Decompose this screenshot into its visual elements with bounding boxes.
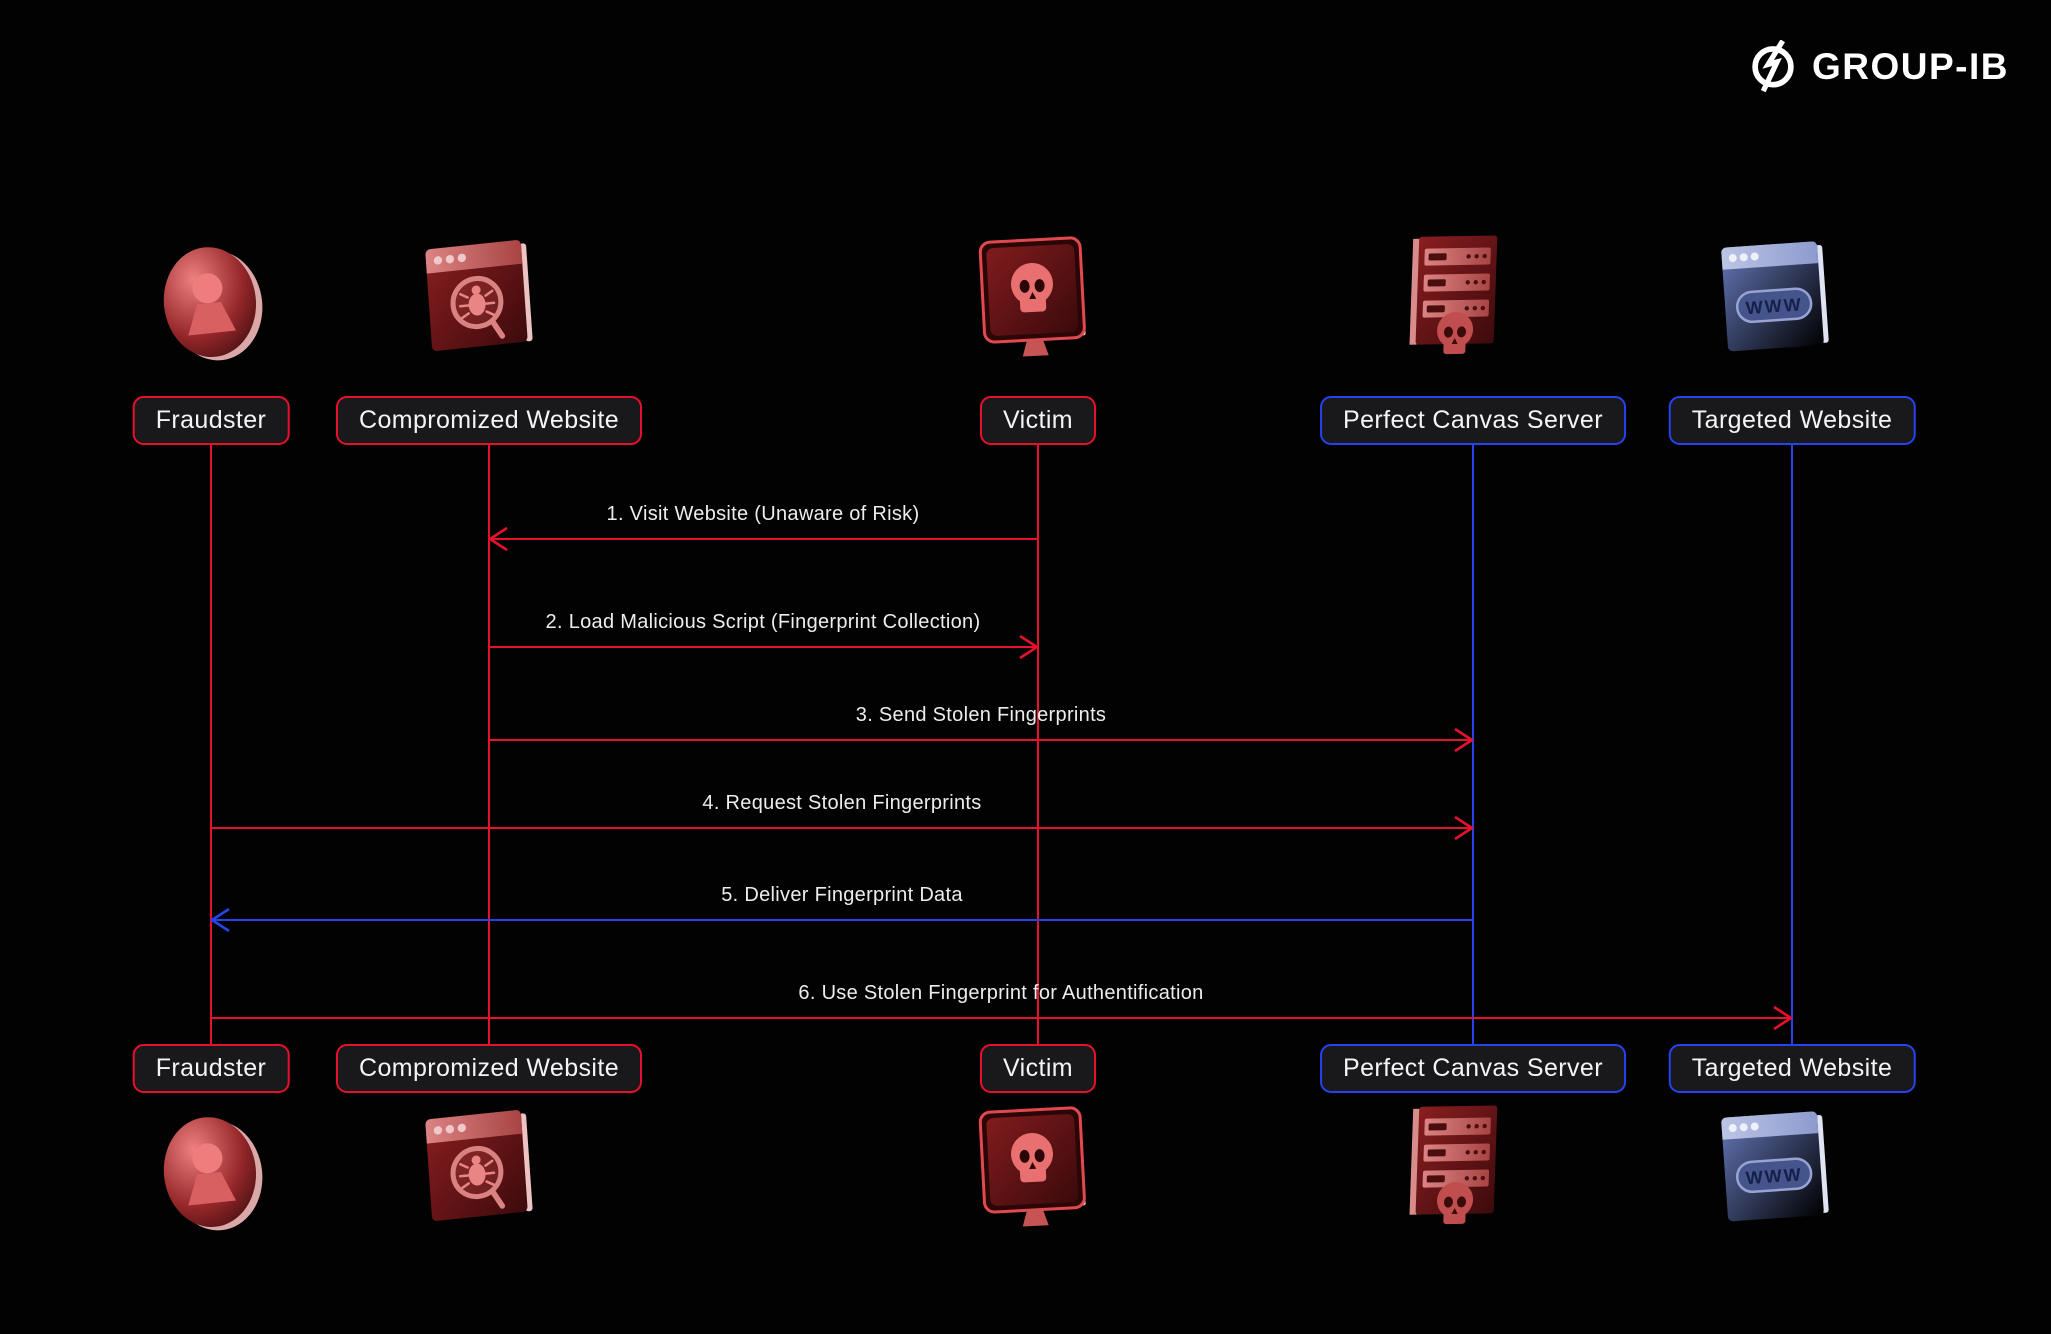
actor-label-targeted-website-top: Targeted Website — [1668, 396, 1916, 445]
group-ib-logo-icon — [1752, 40, 1794, 92]
server-skull-icon — [1383, 228, 1533, 378]
arrowhead — [1019, 634, 1040, 660]
group-ib-logo-text: GROUP-IB — [1812, 45, 2009, 87]
actor-label-victim-top: Victim — [979, 396, 1097, 445]
arrowhead — [209, 907, 230, 933]
actor-label-perfect-canvas-server-bottom: Perfect Canvas Server — [1320, 1044, 1626, 1093]
message-label-4: 4. Request Stolen Fingerprints — [702, 792, 982, 814]
message-label-3: 3. Send Stolen Fingerprints — [855, 704, 1107, 726]
arrowhead — [1454, 815, 1475, 841]
skull-monitor-icon — [957, 1098, 1107, 1248]
actor-label-perfect-canvas-server-top: Perfect Canvas Server — [1320, 396, 1626, 445]
message-label-2: 2. Load Malicious Script (Fingerprint Co… — [545, 611, 981, 633]
actor-label-compromized-website-bottom: Compromized Website — [335, 1044, 643, 1093]
person-icon — [136, 1098, 286, 1248]
actor-label-victim-bottom: Victim — [979, 1044, 1097, 1093]
arrowhead — [487, 526, 508, 552]
person-icon — [136, 228, 286, 378]
bug-browser-icon — [407, 228, 557, 378]
arrowhead — [1773, 1005, 1794, 1031]
actor-label-compromized-website-top: Compromized Website — [335, 396, 643, 445]
group-ib-logo: GROUP-IB — [1747, 40, 2009, 92]
www-browser-icon — [1703, 228, 1853, 378]
skull-monitor-icon — [957, 228, 1107, 378]
actor-label-targeted-website-bottom: Targeted Website — [1668, 1044, 1916, 1093]
bug-browser-icon — [407, 1098, 557, 1248]
arrowhead — [1454, 727, 1475, 753]
message-label-1: 1. Visit Website (Unaware of Risk) — [606, 503, 920, 525]
message-label-6: 6. Use Stolen Fingerprint for Authentifi… — [798, 982, 1204, 1004]
actor-label-fraudster-bottom: Fraudster — [132, 1044, 290, 1093]
server-skull-icon — [1383, 1098, 1533, 1248]
www-browser-icon — [1703, 1098, 1853, 1248]
actor-label-fraudster-top: Fraudster — [132, 396, 290, 445]
message-label-5: 5. Deliver Fingerprint Data — [721, 884, 963, 906]
